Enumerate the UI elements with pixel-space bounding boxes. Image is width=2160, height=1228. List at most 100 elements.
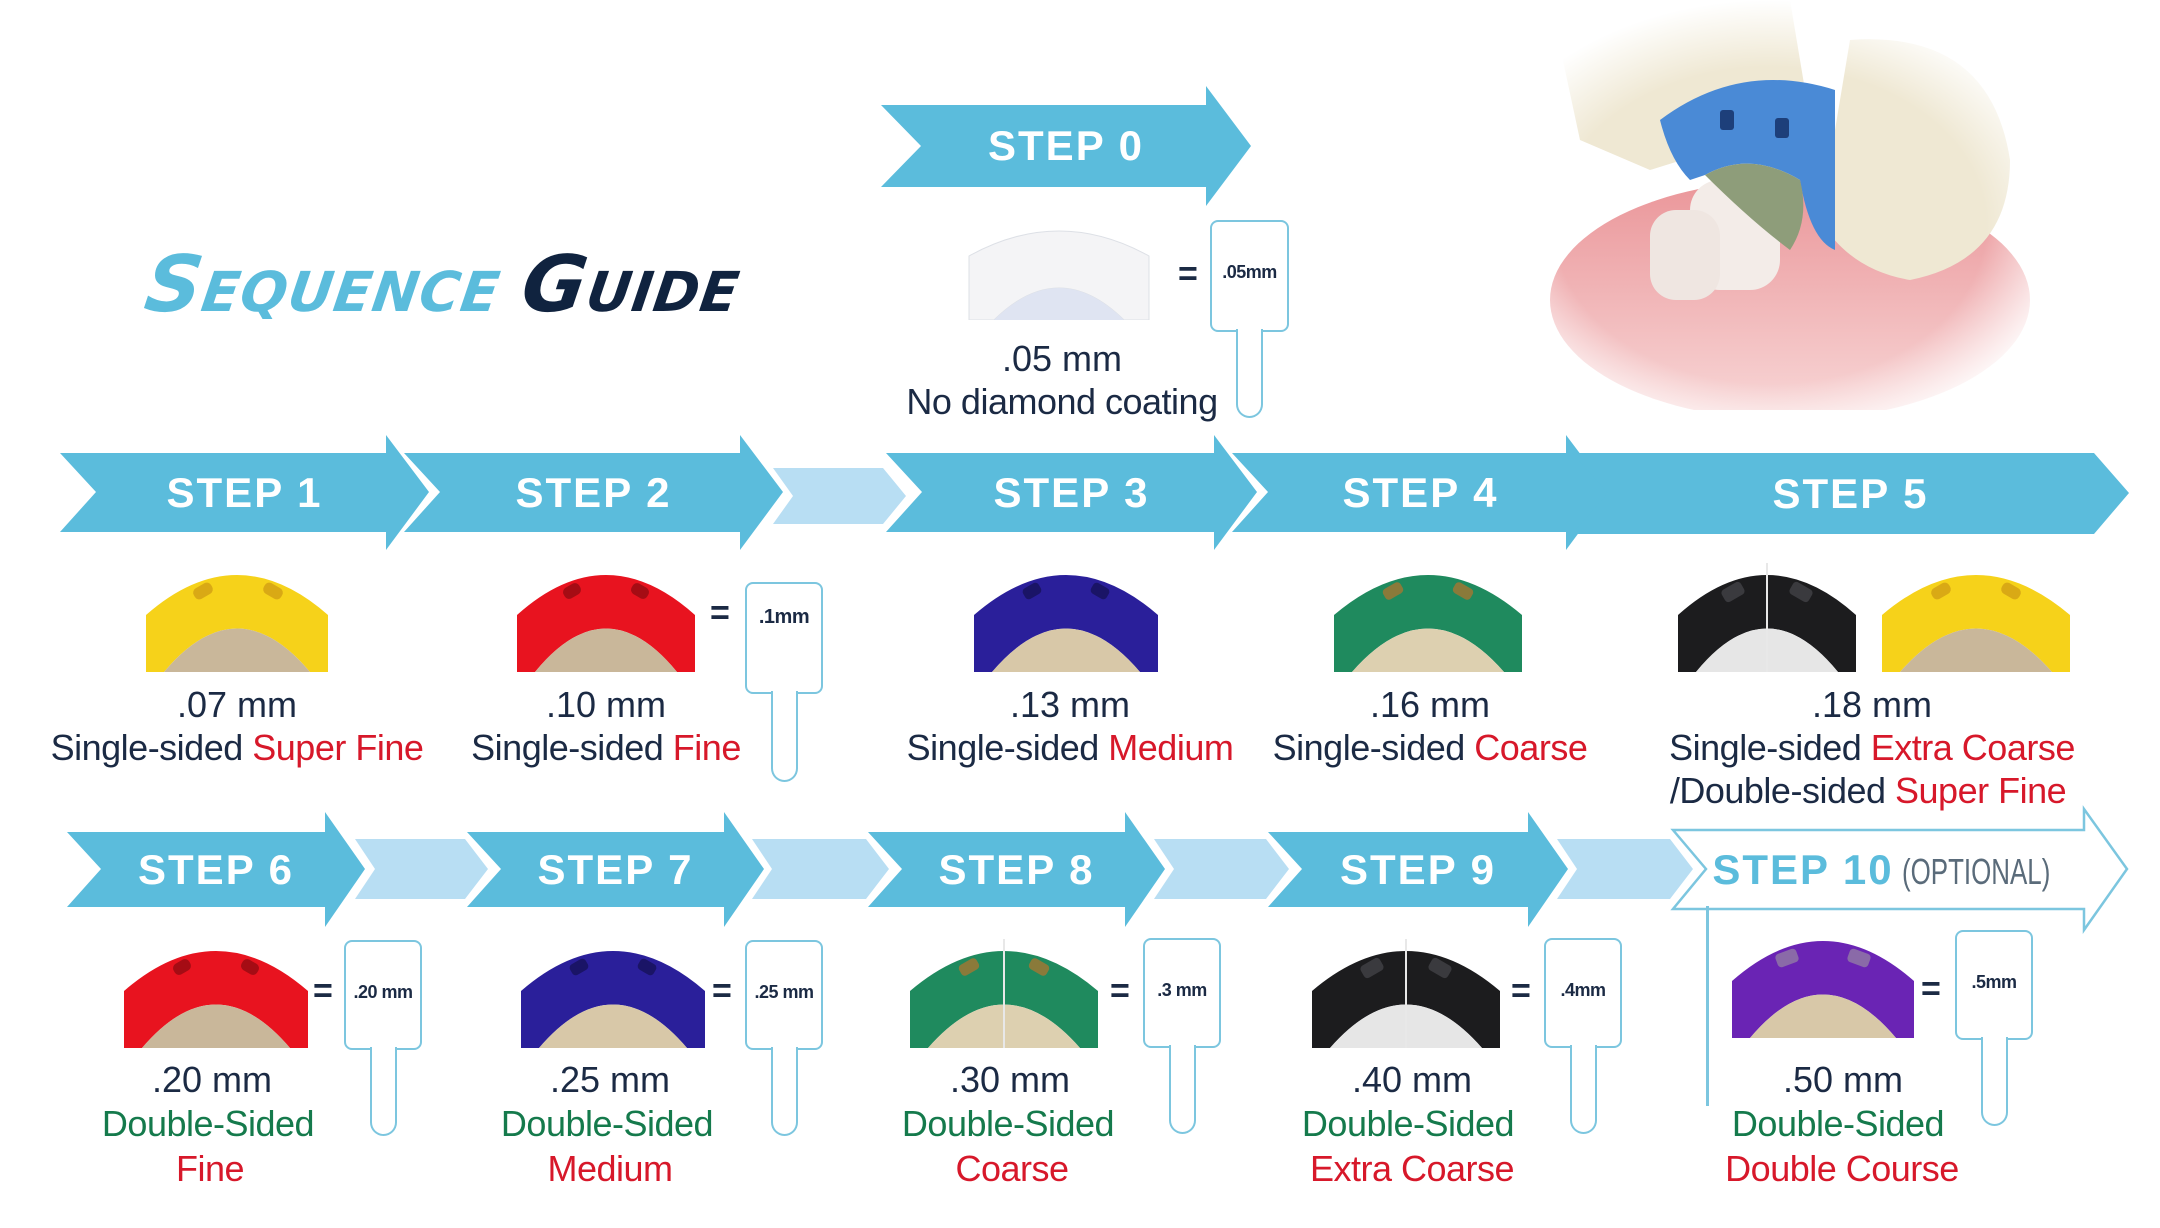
step-6-label: STEP 6 [138,845,294,893]
step-10-equals: = [1921,970,1941,1008]
step-5-label: STEP 5 [1772,469,1929,517]
step-10-gauge-value: .5mm [1971,972,2017,992]
connector-8-9 [1154,839,1289,899]
step-5-alt-side-type: /Double-sided [1669,770,1886,811]
step-7-thickness: .25 mm [549,1059,671,1100]
step-8-side-type: Double-Sided [901,1103,1115,1144]
step-8-equals: = [1110,972,1130,1010]
step-10-grit: Double Course [1725,1148,1959,1189]
step-10-arrow: STEP 10(OPTIONAL) [1670,805,2129,934]
step-10-optional-tag: (OPTIONAL) [1901,850,2050,892]
step-5-side-type: Single-sided [1669,727,1862,768]
step-5-grit: Extra Coarse [1870,727,2076,768]
step-9-gauge-value: .4mm [1560,980,1606,1000]
title-part-guide: Guide [516,240,747,330]
step-0-equals: = [1178,255,1198,293]
step-7-grit: Medium [547,1148,673,1189]
step-2-gauge: .1mm [745,582,823,782]
title-part-sequence: Sequence [139,240,508,330]
step-8-strip-image [904,931,1104,1048]
step-10-label: STEP 10(OPTIONAL) [1672,846,2128,894]
step-2-arrow: STEP 2 [404,435,783,550]
step-6-gauge: .20 mm [344,940,422,1136]
step-0-description: No diamond coating [906,381,1218,422]
step-1-description: Single-sided Super Fine [51,727,424,769]
step-2-thickness: .10 mm [545,684,667,725]
step-3-grit: Medium [1108,727,1234,768]
step-4-side-type: Single-sided [1272,727,1466,768]
step-7-strip-image [515,931,711,1048]
step-5-description-line2: /Double-sided Super Fine [1669,770,2067,812]
step-9-thickness: .40 mm [1351,1059,1473,1100]
step-7-arrow: STEP 7 [467,812,764,927]
step-7-gauge: .25 mm [745,940,823,1136]
step-0-strip-image [959,216,1159,320]
step-7-gauge-value: .25 mm [754,982,814,1002]
step-1-arrow: STEP 1 [60,435,429,550]
step-4-label: STEP 4 [1342,468,1499,516]
step-1-strip-image [138,555,336,672]
step-8-thickness: .30 mm [949,1059,1071,1100]
step-4-thickness: .16 mm [1369,684,1491,725]
step-5-strip-image-yellow [1876,555,2076,672]
step-8-arrow: STEP 8 [868,812,1165,927]
step-6-arrow: STEP 6 [67,812,365,927]
step-5-thickness: .18 mm [1811,684,1933,725]
step-3-arrow: STEP 3 [886,435,1257,550]
step-2-label: STEP 2 [515,468,672,516]
step-8-gauge: .3 mm [1143,938,1221,1134]
step-0-thickness: .05 mm [1001,338,1123,379]
step-4-grit: Coarse [1474,727,1588,768]
connector-6-7 [355,839,488,899]
step-1-thickness: .07 mm [176,684,298,725]
strip-usage-illustration [1490,0,2050,420]
step-10-label-text: STEP 10 [1712,845,1894,893]
step-10-gauge: .5mm [1955,930,2033,1126]
connector-7-8 [752,839,889,899]
step-7-side-type: Double-Sided [500,1103,714,1144]
step-3-thickness: .13 mm [1009,684,1131,725]
step-3-side-type: Single-sided [906,727,1100,768]
step-0-label: STEP 0 [988,122,1144,169]
step-10-side-type: Double-Sided [1731,1103,1945,1144]
connector-2-3 [773,468,906,524]
step-2-grit: Fine [672,727,742,768]
step-1-grit: Super Fine [252,727,424,768]
step-9-equals: = [1511,972,1531,1010]
step-2-gauge-value: .1mm [758,606,810,628]
step-6-side-type: Double-Sided [101,1103,315,1144]
step-4-strip-image [1328,555,1528,672]
step-2-side-type: Single-sided [471,727,664,768]
step-9-gauge: .4mm [1544,938,1622,1134]
step-8-gauge-value: .3 mm [1157,980,1207,1000]
step-0-gauge: .05mm [1210,220,1289,418]
step-8-grit: Coarse [955,1148,1069,1189]
step-3-strip-image [968,555,1164,672]
step-3-description: Single-sided Medium [907,727,1234,769]
step-6-grit: Fine [175,1148,245,1189]
step-0-arrow: STEP 0 [881,86,1251,206]
step-9-arrow: STEP 9 [1268,812,1568,927]
step-6-equals: = [313,972,333,1010]
step-9-side-type: Double-Sided [1301,1103,1515,1144]
step-8-label: STEP 8 [938,845,1095,893]
step-9-label: STEP 9 [1340,845,1496,893]
step-10-thickness: .50 mm [1782,1059,1904,1100]
step-6-thickness: .20 mm [151,1059,273,1100]
step-5-strip-image-black [1672,555,1862,672]
step-9-grit: Extra Coarse [1309,1148,1515,1189]
step-2-description: Single-sided Fine [471,727,741,769]
step-10-strip-image [1726,921,1920,1038]
step-5-alt-grit: Super Fine [1895,770,2067,811]
step-7-label: STEP 7 [537,845,694,893]
step-0-gauge-value: .05mm [1222,262,1277,282]
step-6-gauge-value: .20 mm [353,982,413,1002]
step-1-label: STEP 1 [166,468,323,516]
step-5-description-line1: Single-sided Extra Coarse [1669,727,2075,769]
step-2-equals: = [710,594,730,632]
step-4-description: Single-sided Coarse [1273,727,1588,769]
step-3-label: STEP 3 [993,468,1150,516]
step-6-strip-image [118,931,314,1048]
step-4-arrow: STEP 4 [1232,435,1609,550]
